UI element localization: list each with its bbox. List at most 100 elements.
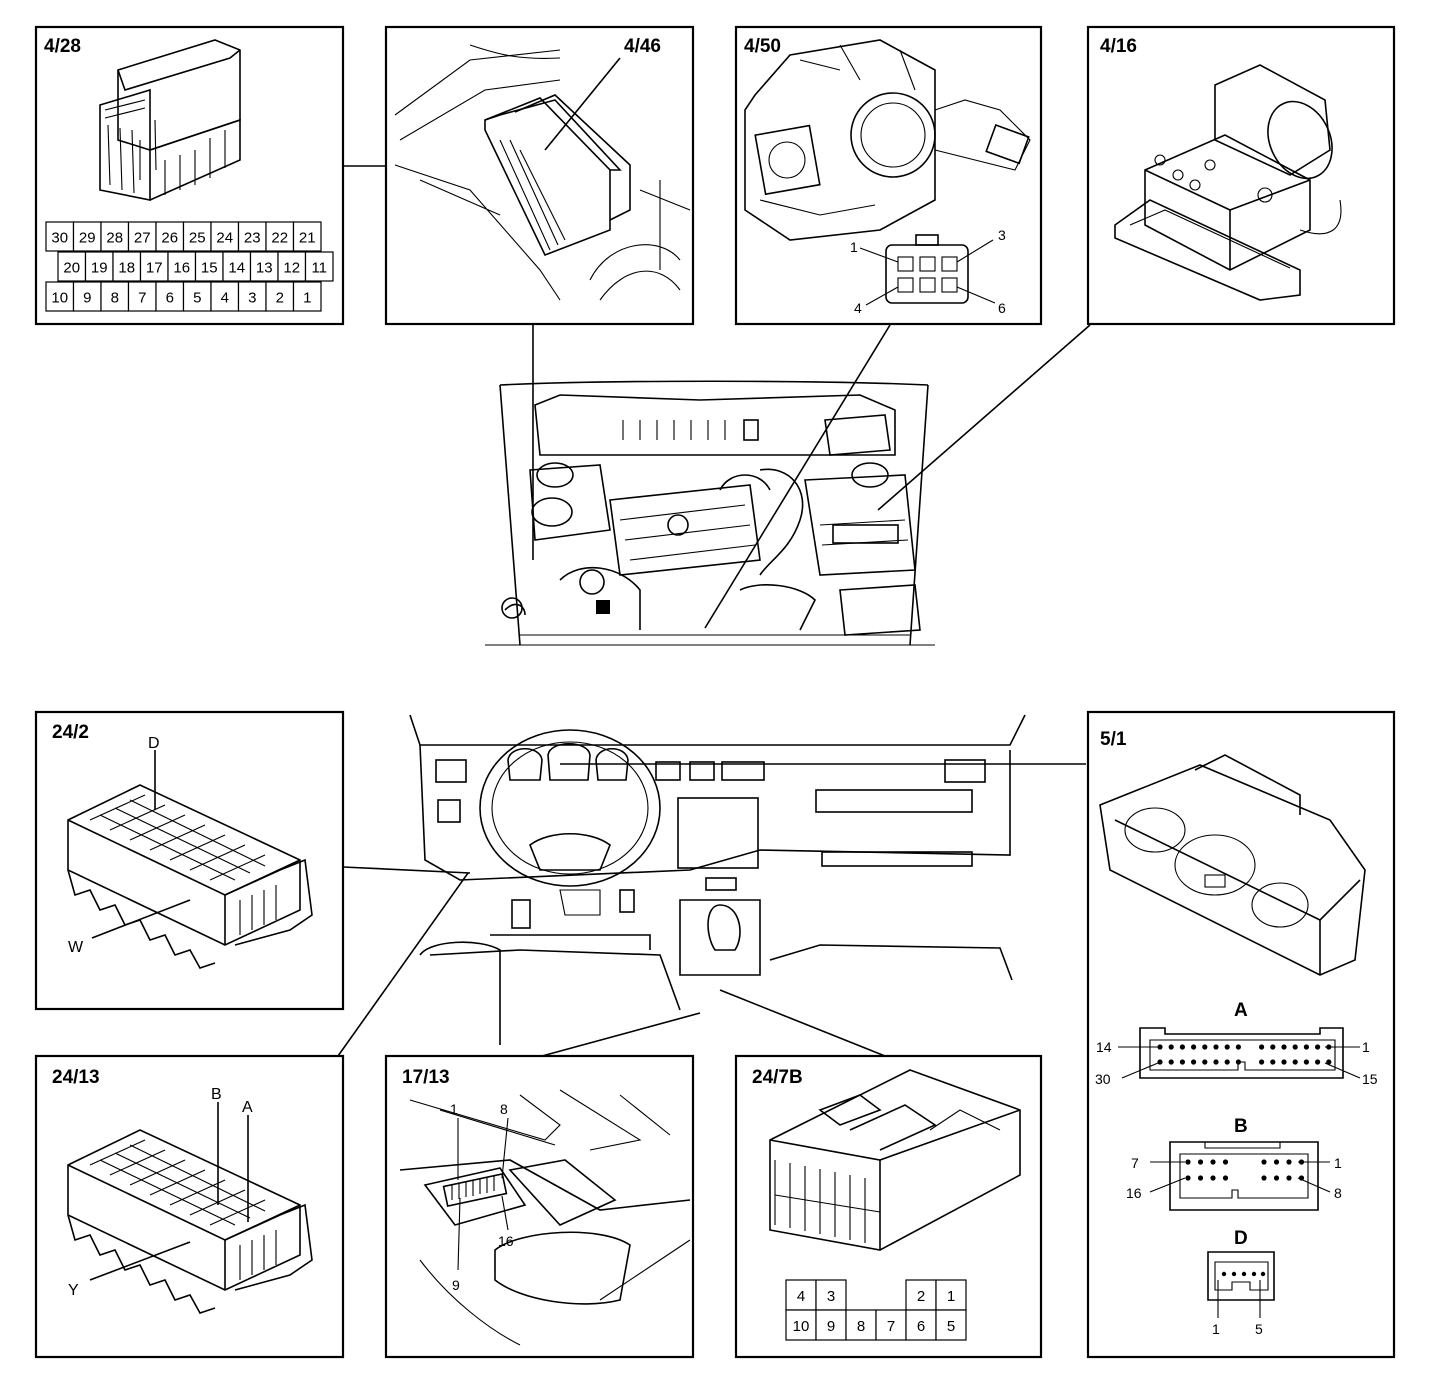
pin-dot bbox=[1286, 1175, 1292, 1181]
panel-4-16-frame bbox=[1086, 25, 1396, 326]
pin-dot bbox=[1157, 1059, 1163, 1065]
pin-number: 6 bbox=[917, 1318, 925, 1335]
pin-dot bbox=[1168, 1059, 1174, 1065]
pin-dot bbox=[1168, 1044, 1174, 1050]
throttle-body-illustration bbox=[744, 39, 1031, 241]
pin-cell bbox=[935, 1309, 967, 1341]
pin-number: 8 bbox=[857, 1318, 865, 1335]
panel-id: 4/46 bbox=[624, 36, 661, 57]
pin-dot bbox=[1303, 1044, 1309, 1050]
pin-number: 25 bbox=[189, 230, 206, 247]
label-a: A bbox=[242, 1099, 253, 1116]
pin-number: 2 bbox=[917, 1288, 925, 1305]
pin-6-label: 6 bbox=[998, 300, 1006, 316]
pin-cell bbox=[194, 251, 224, 282]
pin-8-label: 8 bbox=[500, 1101, 508, 1117]
fuse-box-illustration: B A Y bbox=[67, 1086, 313, 1314]
pin-cell bbox=[785, 1309, 817, 1341]
panel-4-50: 4/50 1 3 4 6 bbox=[734, 25, 1043, 326]
pin-dot bbox=[1261, 1175, 1267, 1181]
pin-number: 11 bbox=[311, 260, 327, 277]
pin-cell bbox=[265, 281, 295, 312]
panel-4-16: 4/16 bbox=[1086, 25, 1396, 326]
fuse-box-illustration: D W bbox=[67, 735, 313, 969]
pin-dot bbox=[1270, 1059, 1276, 1065]
panel-id: 24/2 bbox=[52, 722, 89, 743]
pin-dot bbox=[1202, 1044, 1208, 1050]
connector-4-50: 1 3 4 6 bbox=[850, 227, 1006, 316]
pin-dot bbox=[1292, 1059, 1298, 1065]
pin-dot bbox=[1259, 1044, 1265, 1050]
connector-a-label: A bbox=[1234, 1000, 1248, 1021]
pin-dot bbox=[1303, 1059, 1309, 1065]
pin-cell bbox=[100, 281, 130, 312]
pin-number: 21 bbox=[299, 230, 316, 247]
pin-1-label: 1 bbox=[1334, 1155, 1342, 1171]
panel-17-13: 17/13 1 8 9 16 bbox=[384, 1054, 695, 1359]
pin-cell bbox=[57, 251, 87, 282]
pin-cell bbox=[265, 221, 295, 252]
pin-dot bbox=[1197, 1175, 1204, 1181]
interior-illustration bbox=[409, 714, 1026, 1045]
panel-24-2: 24/2 D W bbox=[34, 710, 345, 1011]
pin-cell bbox=[249, 251, 279, 282]
pin-number: 20 bbox=[63, 260, 80, 277]
pin-number: 18 bbox=[118, 260, 135, 277]
pin-4-label: 4 bbox=[854, 300, 862, 316]
pin-cell bbox=[845, 1309, 877, 1341]
pin-14-label: 14 bbox=[1096, 1039, 1112, 1055]
pin-number: 7 bbox=[138, 290, 146, 307]
pin-9-label: 9 bbox=[452, 1277, 460, 1293]
pin-1-label: 1 bbox=[450, 1101, 458, 1117]
pin-cell bbox=[182, 221, 212, 252]
pin-number: 7 bbox=[887, 1318, 895, 1335]
pin-cell bbox=[815, 1309, 847, 1341]
pin-dot bbox=[1315, 1059, 1321, 1065]
pin-cell bbox=[304, 251, 334, 282]
pin-dot bbox=[1191, 1059, 1197, 1065]
connector-illustration bbox=[769, 1069, 1021, 1251]
panel-4-46: 4/46 bbox=[384, 25, 695, 326]
pin-15-label: 15 bbox=[1362, 1071, 1378, 1087]
pin-dot bbox=[1222, 1175, 1229, 1181]
panel-id: 4/16 bbox=[1100, 36, 1137, 57]
pin-number: 9 bbox=[827, 1318, 835, 1335]
pin-3-label: 3 bbox=[998, 227, 1006, 243]
panel-24-13-frame bbox=[34, 1054, 345, 1359]
pin-dot bbox=[1179, 1044, 1185, 1050]
pin-number: 24 bbox=[216, 230, 233, 247]
pin-number: 16 bbox=[173, 260, 190, 277]
panel-4-46-frame bbox=[384, 25, 695, 326]
abs-unit-illustration bbox=[1114, 64, 1342, 301]
pin-dot bbox=[1224, 1044, 1230, 1050]
pin-number: 8 bbox=[111, 290, 119, 307]
connector-b: B 7 1 16 8 bbox=[1126, 1116, 1342, 1211]
panel-17-13-frame bbox=[384, 1054, 695, 1359]
pin-number: 28 bbox=[106, 230, 123, 247]
engine-compartment-illustration bbox=[485, 380, 935, 646]
pin-dot bbox=[1235, 1059, 1241, 1065]
leader-lines bbox=[337, 165, 1091, 1057]
pin-number: 1 bbox=[947, 1288, 955, 1305]
connector-a: A 14 1 30 15 bbox=[1095, 1000, 1378, 1087]
pin-dot bbox=[1185, 1175, 1191, 1181]
pin-number: 22 bbox=[271, 230, 288, 247]
pin-number: 23 bbox=[244, 230, 261, 247]
pin-number: 14 bbox=[228, 260, 245, 277]
panel-4-50-frame bbox=[734, 25, 1043, 326]
relay-illustration bbox=[394, 44, 691, 301]
panel-id: 4/50 bbox=[744, 36, 781, 57]
panel-id: 24/13 bbox=[52, 1067, 100, 1088]
pin-cell bbox=[127, 281, 157, 312]
pin-number: 26 bbox=[161, 230, 178, 247]
pin-number: 10 bbox=[51, 290, 68, 307]
pin-dot bbox=[1210, 1175, 1216, 1181]
pin-dot bbox=[1157, 1044, 1163, 1050]
control-module-illustration bbox=[99, 39, 241, 201]
pin-dot bbox=[1197, 1159, 1204, 1165]
panel-id: 5/1 bbox=[1100, 729, 1127, 750]
pin-dot bbox=[1292, 1044, 1298, 1050]
pin-number: 9 bbox=[83, 290, 91, 307]
